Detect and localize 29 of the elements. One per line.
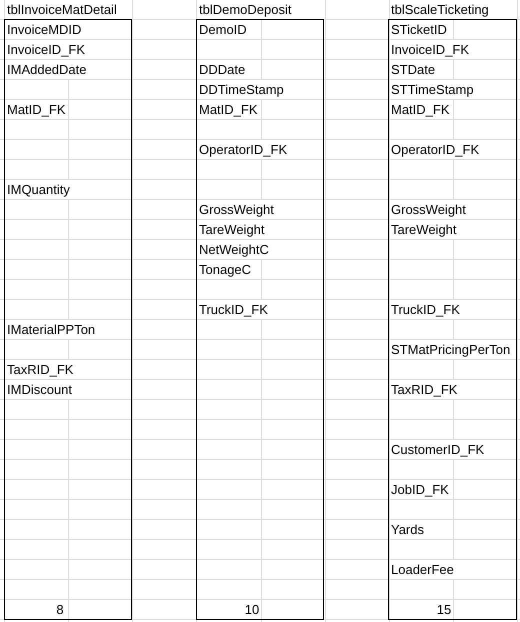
field-name: InvoiceID_FK	[391, 40, 470, 59]
field-name: GrossWeight	[391, 200, 466, 219]
field-name: TareWeight	[199, 220, 265, 239]
field-name: GrossWeight	[199, 200, 274, 219]
field-name: InvoiceID_FK	[7, 40, 86, 59]
table-box	[196, 0, 324, 620]
field-name: OperatorID_FK	[199, 140, 288, 159]
table-name: tblInvoiceMatDetail	[7, 0, 117, 19]
field-name: IMaterialPPTon	[7, 320, 96, 339]
field-name: OperatorID_FK	[391, 140, 480, 159]
field-name: TareWeight	[391, 220, 457, 239]
field-name: CustomerID_FK	[391, 440, 484, 459]
table-box	[388, 0, 517, 620]
table-name: tblDemoDeposit	[199, 0, 292, 19]
field-name: TaxRID_FK	[7, 360, 74, 379]
field-name: IMQuantity	[7, 180, 70, 199]
field-name: STMatPricingPerTon	[391, 340, 510, 359]
field-name: InvoiceMDID	[7, 20, 82, 39]
table-name: tblScaleTicketing	[391, 0, 489, 19]
field-name: DDTimeStamp	[199, 80, 284, 99]
field-name: LoaderFee	[391, 560, 454, 579]
field-name: TaxRID_FK	[391, 380, 458, 399]
field-name: IMDiscount	[7, 380, 72, 399]
field-name: STTimeStamp	[391, 80, 474, 99]
table-box	[4, 0, 132, 620]
field-name: TruckID_FK	[199, 300, 268, 319]
field-name: NetWeightC	[199, 240, 269, 259]
field-name: IMAddedDate	[7, 60, 86, 79]
field-name: TruckID_FK	[391, 300, 460, 319]
